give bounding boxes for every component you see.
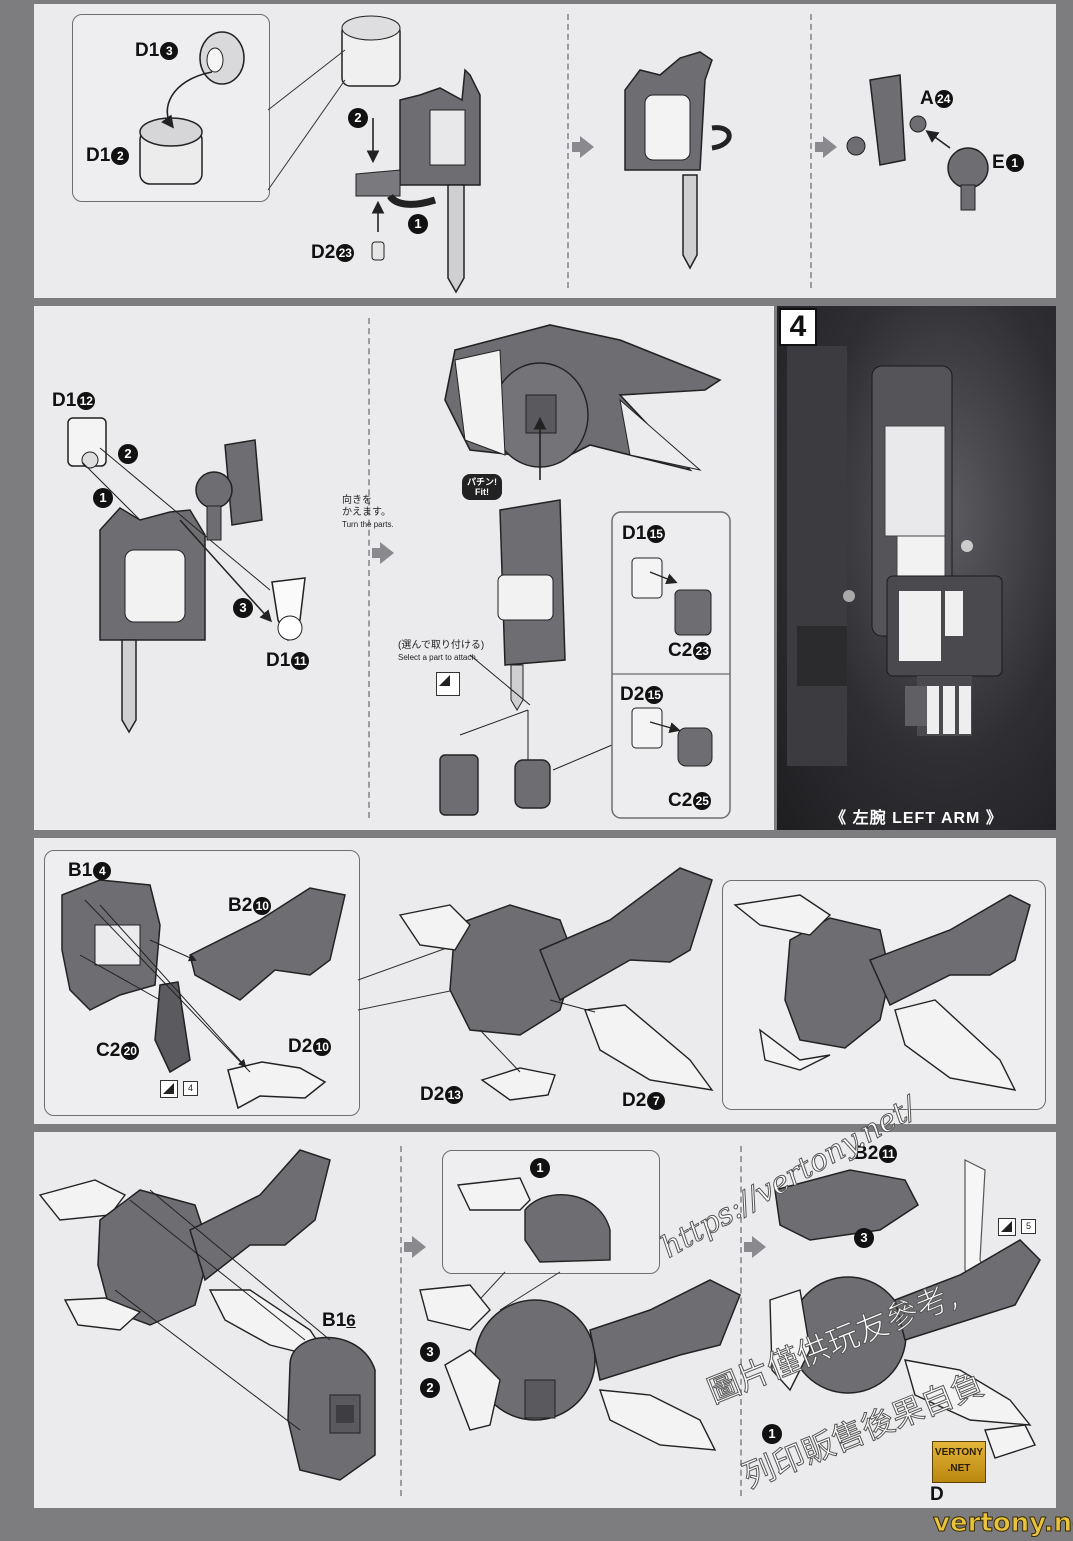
- section-4-photo-panel: 4 《 左腕 LEFT ARM 》: [777, 306, 1056, 830]
- next-step-arrow: [572, 136, 594, 158]
- vertony-logo-top: VERTONY: [934, 1447, 984, 1458]
- next-step-arrow: [404, 1236, 426, 1258]
- bracket-open: 《: [830, 810, 848, 827]
- vertony-logo-bottom: .NET: [947, 1463, 971, 1474]
- section-title-jp: 左腕: [852, 810, 887, 827]
- step-3-marker: 3: [420, 1342, 440, 1362]
- next-step-arrow: [372, 542, 394, 564]
- claw-part-d2-10: [227, 1061, 327, 1110]
- next-step-arrow: [744, 1236, 766, 1258]
- fit-badge-jp: パチン!: [467, 477, 497, 487]
- row1-parts-illustration: [139, 15, 989, 294]
- ring-part-c2-20: [154, 981, 191, 1074]
- select-part-note-en: Select a part to attach.: [398, 653, 479, 662]
- sticker-number-4: 4: [183, 1081, 198, 1096]
- watermark-site: vertony.net: [932, 1508, 1073, 1539]
- next-step-arrow: [815, 136, 837, 158]
- turn-parts-note-en: Turn the parts.: [342, 520, 394, 529]
- section-title: 《 左腕 LEFT ARM 》: [777, 804, 1056, 828]
- sticker-icon: [160, 1080, 178, 1098]
- divider: [368, 318, 370, 818]
- fit-badge-en: Fit!: [475, 487, 489, 497]
- select-part-note-jp: (選んで取り付ける): [398, 640, 485, 651]
- wing-part-b2-10: [189, 887, 346, 1001]
- select-part-icon: [436, 672, 460, 696]
- step-3-marker: 3: [233, 598, 253, 618]
- sticker-icon: [998, 1218, 1016, 1236]
- turn-parts-note-jp: 向きを かえます。: [342, 495, 391, 518]
- vertony-logo: VERTONY .NET: [932, 1441, 986, 1483]
- section-title-en: LEFT ARM: [892, 810, 981, 827]
- sticker-number-5: 5: [1021, 1219, 1036, 1234]
- step-1-marker: 1: [530, 1158, 550, 1178]
- label-d-cut: D: [930, 1484, 944, 1505]
- select-part-note: (選んで取り付ける) Select a part to attach.: [398, 640, 508, 664]
- row2-parts-illustration: [67, 324, 731, 819]
- step-2-marker: 2: [348, 108, 368, 128]
- step-1-marker: 1: [762, 1424, 782, 1444]
- shoulder-joint-a24: [869, 74, 906, 166]
- label-b1-6: B16: [322, 1310, 356, 1331]
- bracket-close: 》: [985, 810, 1003, 827]
- hand-open: [439, 754, 479, 816]
- wing-part-b2-11: [774, 1169, 919, 1241]
- left-arm-photo: [787, 346, 1003, 766]
- step-1-marker: 1: [408, 214, 428, 234]
- step-2-marker: 2: [118, 444, 138, 464]
- turn-parts-note: 向きを かえます。 Turn the parts.: [342, 495, 402, 531]
- step-3-marker: 3: [854, 1228, 874, 1248]
- divider: [400, 1146, 402, 1496]
- divider: [567, 14, 569, 288]
- step-1-marker: 1: [93, 488, 113, 508]
- hand-fist: [514, 759, 551, 809]
- peg-part-d2-23: [371, 241, 385, 261]
- divider: [810, 14, 812, 288]
- fit-badge: パチン! Fit!: [462, 474, 502, 500]
- step-2-marker: 2: [420, 1378, 440, 1398]
- row3-parts-illustration: [61, 867, 1031, 1110]
- divider: [740, 1146, 742, 1496]
- section-number: 4: [779, 308, 817, 346]
